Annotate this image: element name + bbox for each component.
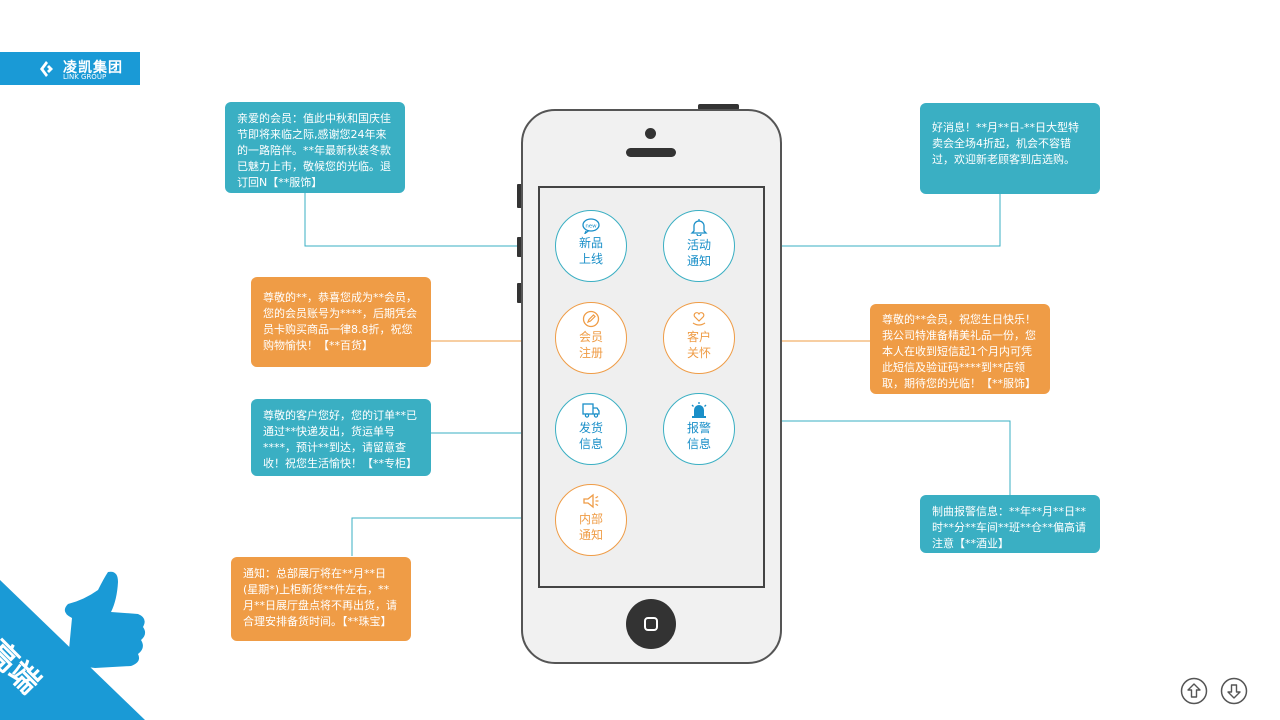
alarm-label-1: 报警 bbox=[664, 420, 734, 436]
page-down-button[interactable] bbox=[1220, 677, 1248, 705]
member-register-message: 尊敬的**，恭喜您成为**会员，您的会员账号为****，后期凭会员卡购买商品一律… bbox=[251, 277, 431, 367]
megaphone-icon bbox=[581, 492, 601, 510]
heart-hand-icon bbox=[690, 310, 708, 328]
activity-message: 好消息！**月**日-**日大型特卖会全场4折起，机会不容错过，欢迎新老顾客到店… bbox=[920, 103, 1100, 194]
customer-care-button[interactable]: 客户 关怀 bbox=[663, 302, 735, 374]
care-label-1: 客户 bbox=[664, 329, 734, 345]
member-label-1: 会员 bbox=[556, 329, 626, 345]
member-register-button[interactable]: 会员 注册 bbox=[555, 302, 627, 374]
new-product-label-2: 上线 bbox=[556, 251, 626, 267]
phone-speaker bbox=[626, 148, 676, 157]
svg-text:new: new bbox=[585, 224, 597, 230]
bell-icon bbox=[690, 218, 708, 236]
internal-notice-button[interactable]: 内部 通知 bbox=[555, 484, 627, 556]
page-up-button[interactable] bbox=[1180, 677, 1208, 705]
delivery-truck-icon bbox=[581, 401, 601, 419]
phone-home-button[interactable] bbox=[626, 599, 676, 649]
new-product-label-1: 新品 bbox=[556, 235, 626, 251]
internal-label-2: 通知 bbox=[556, 527, 626, 543]
alarm-info-button[interactable]: 报警 信息 bbox=[663, 393, 735, 465]
internal-label-1: 内部 bbox=[556, 511, 626, 527]
thumbs-up-icon bbox=[65, 572, 145, 668]
customer-care-message: 尊敬的**会员，祝您生日快乐！我公司特准备精美礼品一份，您本人在收到短信起1个月… bbox=[870, 304, 1050, 394]
care-label-2: 关怀 bbox=[664, 345, 734, 361]
activity-label-1: 活动 bbox=[664, 237, 734, 253]
alarm-light-icon bbox=[689, 401, 709, 419]
shipping-message: 尊敬的客户您好，您的订单**已通过**快递发出，货运单号****，预计**到达，… bbox=[251, 399, 431, 476]
shipping-info-button[interactable]: 发货 信息 bbox=[555, 393, 627, 465]
alarm-label-2: 信息 bbox=[664, 436, 734, 452]
new-icon: new bbox=[581, 218, 601, 234]
activity-notice-button[interactable]: 活动 通知 bbox=[663, 210, 735, 282]
thumbs-up-corner bbox=[0, 0, 150, 720]
pen-icon bbox=[582, 310, 600, 328]
phone-camera bbox=[645, 128, 656, 139]
activity-label-2: 通知 bbox=[664, 253, 734, 269]
new-product-button[interactable]: new 新品 上线 bbox=[555, 210, 627, 282]
alarm-message: 制曲报警信息：**年**月**日**时**分**车间**班**仓**偏高请注意【… bbox=[920, 495, 1100, 553]
internal-notice-message: 通知：总部展厅将在**月**日(星期*)上柜新货**件左右，**月**日展厅盘点… bbox=[231, 557, 411, 641]
shipping-label-2: 信息 bbox=[556, 436, 626, 452]
shipping-label-1: 发货 bbox=[556, 420, 626, 436]
new-product-message: 亲爱的会员：值此中秋和国庆佳节即将来临之际,感谢您24年来的一路陪伴。**年最新… bbox=[225, 102, 405, 193]
member-label-2: 注册 bbox=[556, 345, 626, 361]
